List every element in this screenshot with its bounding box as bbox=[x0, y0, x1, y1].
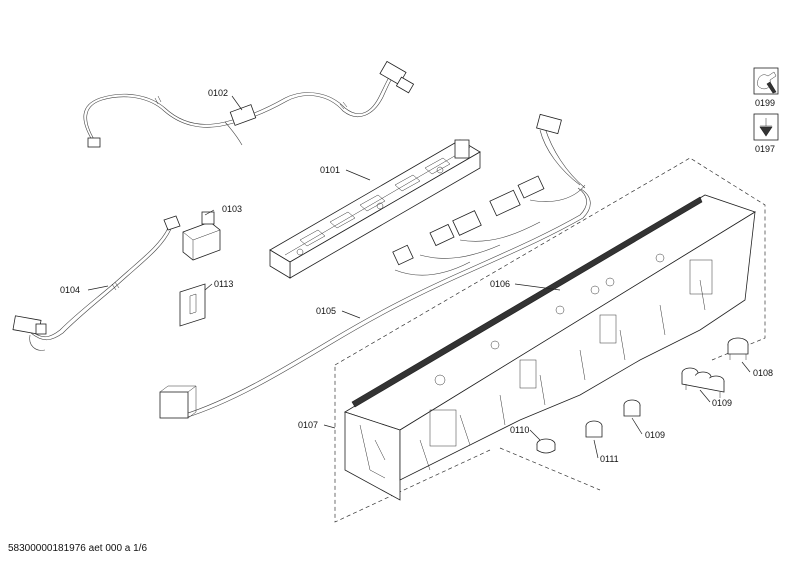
wiring-harness-0105 bbox=[159, 113, 591, 419]
label-0107: 0107 bbox=[298, 420, 318, 430]
leader-lines bbox=[87, 95, 751, 459]
label-0113: 0113 bbox=[214, 279, 233, 289]
button-0109b bbox=[623, 399, 641, 417]
wrench-tool-icon bbox=[753, 67, 779, 95]
label-0111: 0111 bbox=[600, 454, 619, 464]
button-0110 bbox=[536, 438, 556, 454]
label-0197: 0197 bbox=[755, 144, 775, 154]
bracket-0113 bbox=[179, 283, 206, 327]
button-0108 bbox=[727, 337, 749, 360]
label-0105: 0105 bbox=[316, 306, 336, 316]
label-0106: 0106 bbox=[490, 279, 510, 289]
button-group-0109 bbox=[681, 367, 725, 398]
label-0104: 0104 bbox=[60, 285, 80, 295]
control-panel-housing bbox=[344, 194, 756, 501]
connector-0103 bbox=[163, 211, 221, 261]
control-module-0101 bbox=[269, 139, 481, 279]
label-0110: 0110 bbox=[510, 425, 529, 435]
wiring-harness-0102 bbox=[83, 60, 415, 148]
button-0111 bbox=[585, 420, 603, 438]
label-0109-b: 0109 bbox=[645, 430, 665, 440]
document-footer: 58300000181976 aet 000 a 1/6 bbox=[8, 543, 148, 554]
label-0108: 0108 bbox=[753, 368, 773, 378]
label-0199: 0199 bbox=[755, 98, 775, 108]
label-0109-a: 0109 bbox=[712, 398, 732, 408]
label-0102: 0102 bbox=[208, 88, 228, 98]
label-0103: 0103 bbox=[222, 204, 242, 214]
button-group-boundary bbox=[499, 447, 601, 491]
lubricant-icon bbox=[753, 113, 779, 141]
label-0101: 0101 bbox=[320, 165, 340, 175]
wiring-harness-0104 bbox=[12, 227, 172, 351]
